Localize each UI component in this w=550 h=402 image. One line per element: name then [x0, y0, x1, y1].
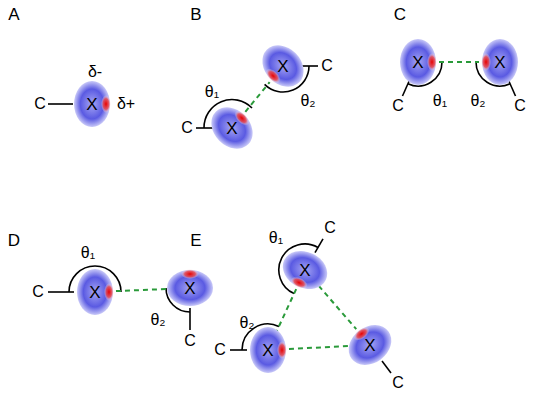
angle-label: θ₁ [269, 230, 283, 246]
angle-label: δ+ [117, 96, 135, 112]
halogen-atom: X [394, 38, 442, 86]
angle-label: θ₁ [433, 93, 447, 109]
panel-letter: B [190, 6, 201, 23]
atom-symbol: X [412, 54, 423, 71]
atom-label: C [32, 284, 44, 300]
halogen-atom: X [346, 321, 394, 369]
angle-label: θ₂ [470, 93, 485, 109]
panel-letter: E [190, 232, 201, 249]
atom-symbol: X [494, 54, 505, 71]
atom-label: C [214, 342, 226, 358]
atom-label: C [392, 375, 404, 391]
halogen-bond [319, 286, 356, 329]
halogen-bond [245, 82, 269, 112]
angle-label: θ₂ [150, 312, 165, 328]
halogen-atom: X [71, 268, 119, 316]
halogen-atom: X [208, 104, 256, 152]
atom-symbol: X [277, 58, 288, 75]
atom-symbol: X [364, 337, 375, 354]
atom-symbol: X [226, 120, 237, 137]
halogen-atom: X [166, 264, 214, 312]
halogen-atom: X [476, 38, 524, 86]
atom-label: C [321, 58, 333, 74]
atom-label: C [34, 96, 46, 112]
halogen-bond [439, 61, 479, 63]
atom-label: C [514, 98, 526, 114]
atom-label: C [181, 120, 193, 136]
panel-letter: C [394, 6, 406, 23]
atom-symbol: X [299, 262, 310, 279]
atom-label: C [392, 98, 404, 114]
halogen-bond [277, 289, 296, 331]
halogen-atom: X [281, 246, 329, 294]
panel-letter: A [8, 6, 19, 23]
halogen-bond [289, 346, 349, 349]
angle-label: δ- [88, 64, 102, 80]
angle-label: θ₂ [239, 315, 254, 331]
atom-symbol: X [262, 342, 273, 359]
angle-label: θ₁ [205, 84, 219, 100]
angle-label: θ₂ [300, 93, 315, 109]
angle-label: θ₁ [81, 245, 95, 261]
atom-symbol: X [89, 284, 100, 301]
halogen-bond [116, 289, 169, 291]
halogen-atom: X [68, 80, 116, 128]
atom-label: C [324, 220, 336, 236]
halogen-atom: X [259, 42, 307, 90]
atom-label: C [184, 333, 196, 349]
panel-letter: D [8, 232, 20, 249]
halogen-atom: X [244, 326, 292, 374]
atom-symbol: X [184, 280, 195, 297]
atom-symbol: X [86, 96, 97, 113]
